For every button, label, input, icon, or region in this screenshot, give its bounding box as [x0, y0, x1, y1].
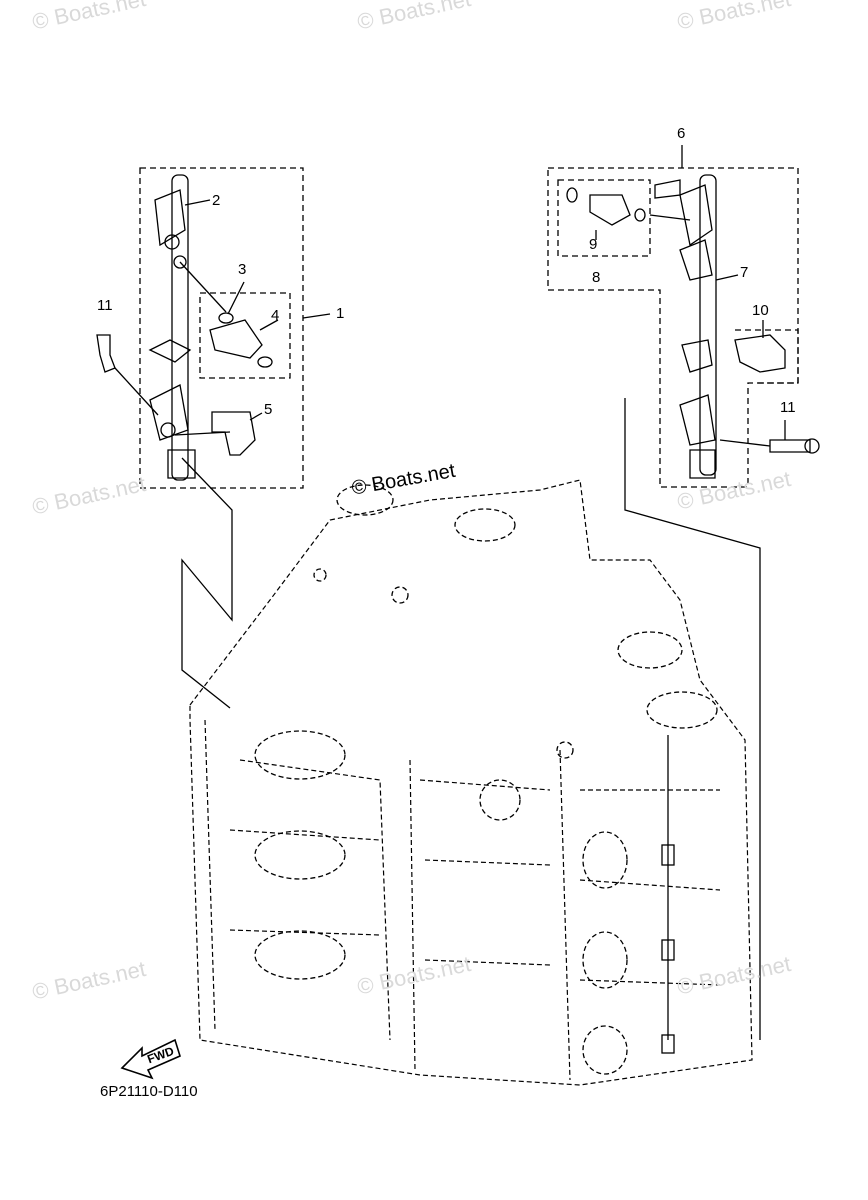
- engine-harness: [661, 735, 675, 1054]
- callout-8: 8: [592, 269, 601, 286]
- clip-right: [734, 334, 786, 373]
- injector-right: [566, 187, 646, 226]
- bolt-left: [96, 334, 116, 373]
- callout-3: 3: [238, 261, 247, 278]
- fwd-label: FWD: [145, 1044, 176, 1067]
- right-leaders: [595, 145, 786, 1040]
- callout-2: 2: [212, 192, 221, 209]
- right-group-box: [547, 167, 799, 488]
- callout-11-left: 11: [97, 297, 113, 314]
- callout-5: 5: [264, 401, 273, 418]
- engine-block: [189, 479, 753, 1086]
- left-fuel-rail: [148, 174, 196, 481]
- fwd-arrow-icon: [120, 1038, 181, 1080]
- engine-cylinders: [254, 484, 718, 1075]
- callout-1: 1: [336, 305, 345, 322]
- callout-10: 10: [752, 302, 769, 319]
- callout-6: 6: [677, 125, 686, 142]
- callout-7: 7: [740, 264, 749, 281]
- callout-11-right: 11: [780, 399, 796, 416]
- left-group-box: [139, 167, 304, 489]
- diagram-code: 6P21110-D110: [100, 1083, 198, 1100]
- callout-4: 4: [271, 307, 280, 324]
- right-fuel-rail: [654, 174, 717, 479]
- clip-left: [211, 411, 256, 456]
- left-leaders: [114, 199, 331, 709]
- bolt-right: [769, 438, 820, 454]
- injector-left: [209, 312, 273, 368]
- callout-9: 9: [589, 236, 598, 253]
